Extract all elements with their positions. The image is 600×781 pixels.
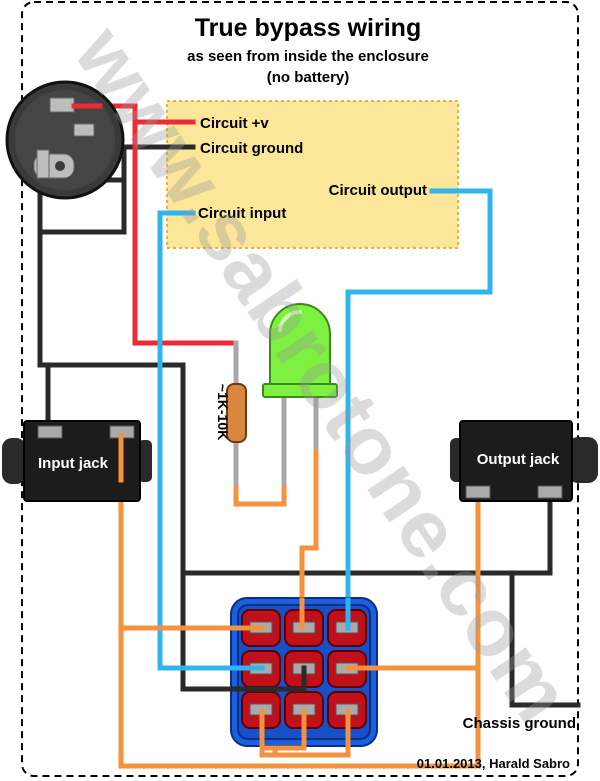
circuit-input-label: Circuit input	[198, 205, 286, 222]
wire-circuit-ground-drop	[37, 177, 127, 235]
diagram-subtitle-line2: (no battery)	[267, 69, 350, 86]
wire-ground-input-jack	[37, 362, 51, 433]
footer-credit: 01.01.2013, Harald Sabro	[417, 756, 570, 771]
wire-chassis-ground	[509, 570, 581, 708]
wire-resistor-led	[233, 485, 287, 507]
output-jack-label: Output jack	[477, 451, 560, 468]
output-jack: Output jack	[450, 420, 598, 502]
circuit-ground-label: Circuit ground	[200, 140, 303, 157]
input-jack: Input jack	[2, 420, 152, 502]
wire-end-ground-lug	[227, 665, 307, 692]
wire-end-bottom-left	[259, 709, 307, 751]
wire-led-switch-b	[299, 449, 319, 551]
resistor	[226, 383, 247, 443]
wire-ground-bus	[37, 157, 553, 576]
input-jack-label: Input jack	[38, 455, 109, 472]
resistor-value-label: ~1K-10K	[215, 384, 231, 440]
wire-input-jack-tip	[118, 429, 481, 769]
chassis-ground-label: Chassis ground	[463, 715, 576, 732]
circuit-plus-v-label: Circuit +v	[200, 115, 269, 132]
wire-circuit-output	[345, 188, 493, 631]
wire-end-bottom-right	[259, 709, 351, 758]
led	[262, 303, 338, 398]
diagram-subtitle-line1: as seen from inside the enclosure	[187, 48, 429, 65]
dc-power-jack	[5, 80, 125, 200]
wire-circuit-input	[157, 210, 265, 671]
circuit-board	[166, 100, 459, 249]
circuit-output-label: Circuit output	[329, 182, 427, 199]
diagram-title: True bypass wiring	[195, 14, 421, 42]
